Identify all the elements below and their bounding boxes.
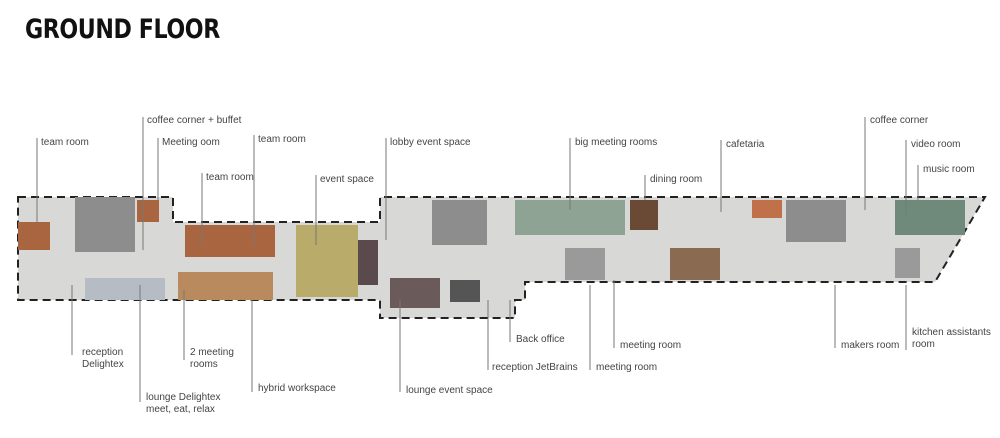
label-makers-room: makers room: [841, 340, 900, 351]
label-team-room-1: team room: [41, 137, 89, 148]
label-line: meet, eat, relax: [146, 404, 215, 415]
leader-lines: [36, 117, 919, 402]
label-lounge-event-space: lounge event space: [406, 385, 493, 396]
label-hybrid-workspace: hybrid workspace: [258, 383, 336, 394]
label-team-room-3: team room: [258, 134, 306, 145]
label-dining-room: dining room: [650, 174, 703, 185]
label-event-space: event space: [320, 174, 374, 185]
label-line: Delightex: [82, 359, 124, 370]
page-title: GROUND FLOOR: [25, 14, 220, 45]
label-reception-jetbrains: reception JetBrains: [492, 362, 578, 373]
label-video-room: video room: [911, 139, 961, 150]
label-line: room: [912, 339, 935, 350]
label-coffee-corner-buffet: coffee corner + buffet: [147, 115, 242, 126]
label-line: lounge Delightex: [146, 392, 221, 403]
label-coffee-corner: coffee corner: [870, 115, 929, 126]
label-meeting-room-a: meeting room: [620, 340, 682, 351]
label-cafetaria: cafetaria: [726, 139, 765, 150]
label-line: 2 meeting: [190, 347, 234, 358]
label-line: reception: [82, 347, 124, 358]
label-line: kitchen assistants: [912, 327, 991, 338]
label-meeting-room-b: meeting room: [596, 362, 658, 373]
label-big-meeting-rooms: big meeting rooms: [575, 137, 658, 148]
label-team-room-2: team room: [206, 172, 254, 183]
label-line: rooms: [190, 359, 218, 370]
label-music-room: music room: [923, 164, 975, 175]
label-meeting-room: Meeting oom: [162, 137, 220, 148]
label-lobby-event-space: lobby event space: [390, 137, 471, 148]
label-back-office: Back office: [516, 334, 565, 345]
